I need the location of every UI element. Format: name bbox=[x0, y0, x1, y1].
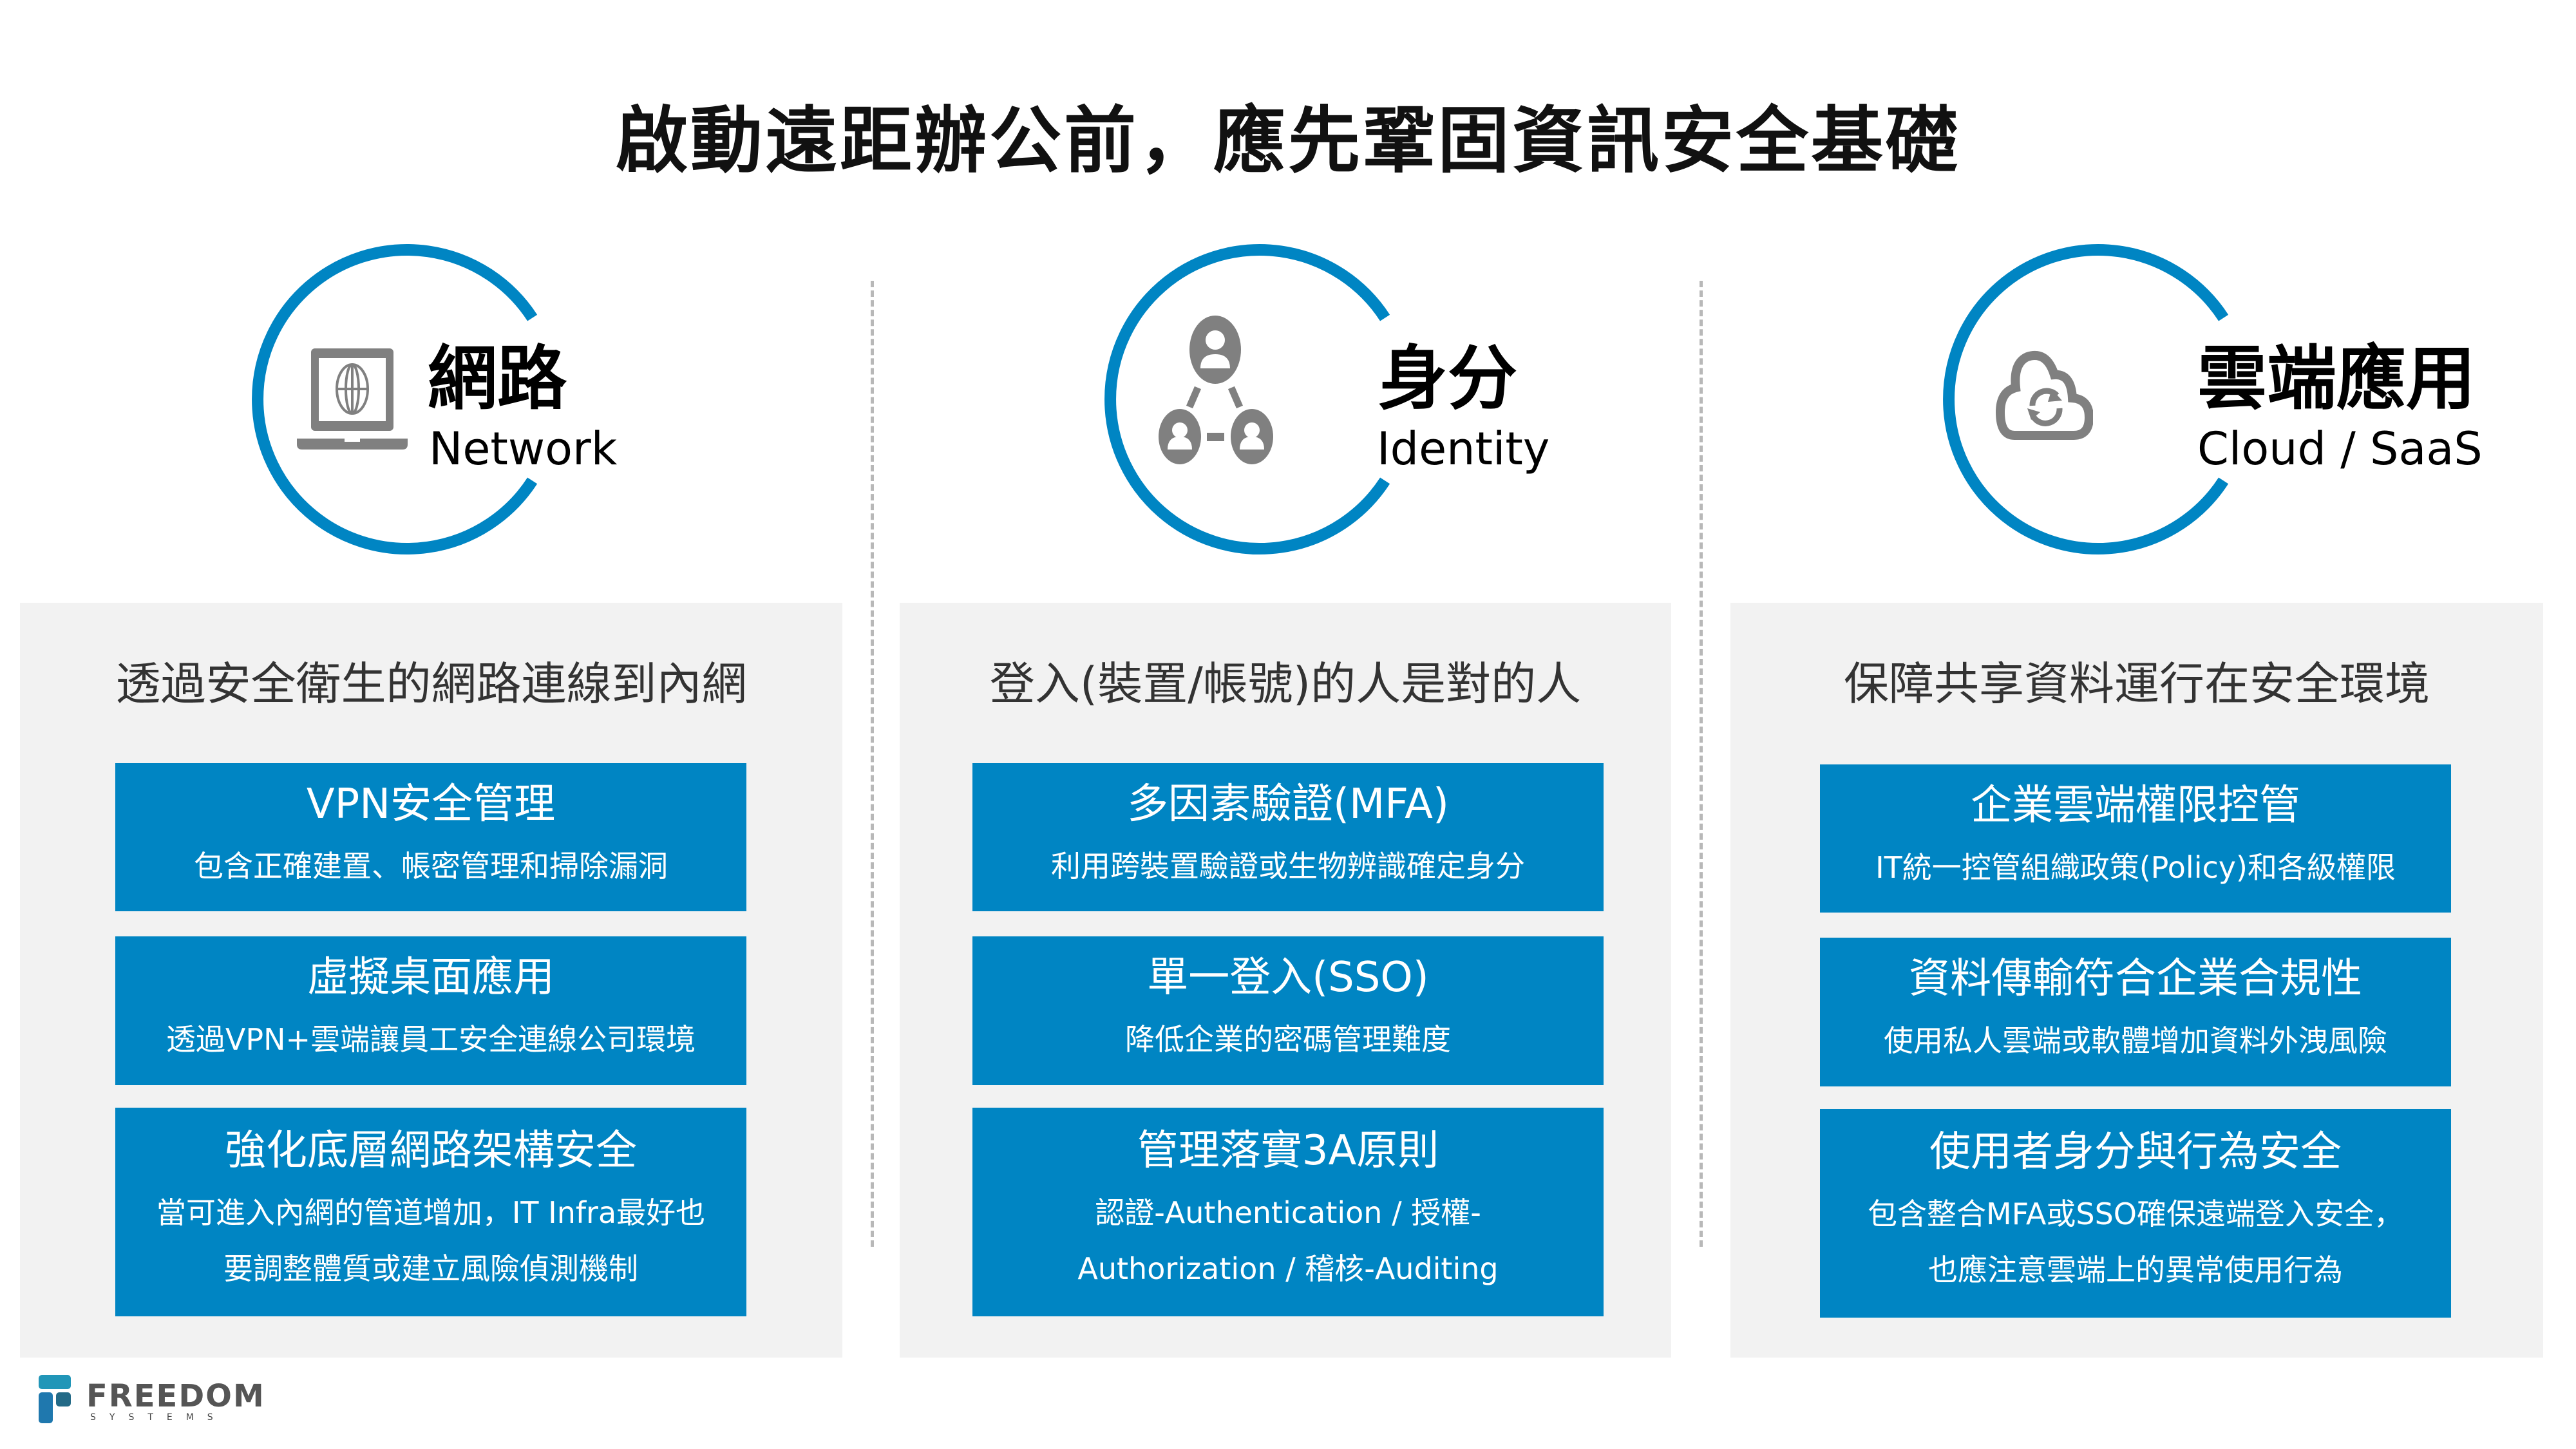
item-desc: 包含整合MFA或SSO確保遠端登入安全， bbox=[1868, 1197, 2403, 1231]
category-title-cn: 雲端應用 bbox=[2197, 339, 2476, 419]
freedom-logo-icon bbox=[39, 1375, 71, 1423]
item-title: 企業雲端權限控管 bbox=[1971, 781, 2300, 829]
item-title: 管理落實3A原則 bbox=[1137, 1127, 1439, 1175]
item-desc: 當可進入內網的管道增加，IT Infra最好也 bbox=[156, 1195, 706, 1230]
item-title: 虛擬桌面應用 bbox=[307, 954, 554, 1002]
cloud-sync-icon bbox=[1995, 350, 2093, 440]
item-desc: 包含正確建置、帳密管理和掃除漏洞 bbox=[194, 848, 668, 884]
item-desc: 認證-Authentication / 授權- bbox=[1095, 1195, 1481, 1230]
item-card: 企業雲端權限控管 IT統一控管組織政策(Policy)和各級權限 bbox=[1820, 764, 2451, 913]
category-title-en: Identity bbox=[1377, 422, 1550, 475]
item-desc: Authorization / 稽核-Auditing bbox=[1077, 1251, 1499, 1287]
ring-arc bbox=[252, 244, 538, 554]
item-card: 使用者身分與行為安全 包含整合MFA或SSO確保遠端登入安全， 也應注意雲端上的… bbox=[1820, 1109, 2451, 1318]
ring-arc bbox=[1943, 244, 2229, 554]
column-divider bbox=[871, 281, 874, 1247]
item-card: VPN安全管理 包含正確建置、帳密管理和掃除漏洞 bbox=[115, 763, 746, 911]
logo-subtext: SYSTEMS bbox=[90, 1412, 227, 1423]
item-title: 資料傳輸符合企業合規性 bbox=[1909, 955, 2362, 1003]
item-card: 虛擬桌面應用 透過VPN+雲端讓員工安全連線公司環境 bbox=[115, 936, 746, 1085]
item-title: 使用者身分與行為安全 bbox=[1929, 1128, 2342, 1177]
item-desc: 使用私人雲端或軟體增加資料外洩風險 bbox=[1884, 1023, 2387, 1059]
item-card: 單一登入(SSO) 降低企業的密碼管理難度 bbox=[972, 936, 1604, 1085]
item-desc: IT統一控管組織政策(Policy)和各級權限 bbox=[1875, 849, 2396, 885]
item-desc: 降低企業的密碼管理難度 bbox=[1125, 1022, 1451, 1057]
item-card: 強化底層網路架構安全 當可進入內網的管道增加，IT Infra最好也 要調整體質… bbox=[115, 1108, 746, 1316]
user-network-icon bbox=[1159, 316, 1273, 464]
item-desc: 也應注意雲端上的異常使用行為 bbox=[1928, 1253, 2343, 1288]
logo-text: FREEDOM bbox=[86, 1378, 265, 1414]
item-card: 管理落實3A原則 認證-Authentication / 授權- Authori… bbox=[972, 1108, 1604, 1316]
column-divider bbox=[1700, 281, 1703, 1247]
category-title-cn: 身分 bbox=[1378, 339, 1518, 419]
ring-arc bbox=[1104, 244, 1390, 554]
item-title: 單一登入(SSO) bbox=[1147, 954, 1429, 1002]
item-title: VPN安全管理 bbox=[306, 780, 556, 828]
category-title-en: Cloud / SaaS bbox=[2197, 422, 2483, 475]
item-card: 資料傳輸符合企業合規性 使用私人雲端或軟體增加資料外洩風險 bbox=[1820, 938, 2451, 1086]
item-desc: 利用跨裝置驗證或生物辨識確定身分 bbox=[1051, 848, 1525, 884]
item-title: 多因素驗證(MFA) bbox=[1127, 780, 1449, 828]
panel-subtitle: 透過安全衛生的網路連線到內網 bbox=[115, 658, 747, 710]
item-card: 多因素驗證(MFA) 利用跨裝置驗證或生物辨識確定身分 bbox=[972, 763, 1604, 911]
item-desc: 要調整體質或建立風險偵測機制 bbox=[223, 1251, 638, 1287]
item-title: 強化底層網路架構安全 bbox=[225, 1127, 637, 1175]
page-title: 啟動遠距辦公前，應先鞏固資訊安全基礎 bbox=[616, 99, 1960, 183]
category-title-en: Network bbox=[429, 422, 618, 475]
panel-subtitle: 保障共享資料運行在安全環境 bbox=[1844, 658, 2430, 710]
panel-subtitle: 登入(裝置/帳號)的人是對的人 bbox=[989, 658, 1582, 710]
item-desc: 透過VPN+雲端讓員工安全連線公司環境 bbox=[166, 1022, 696, 1057]
laptop-globe-icon bbox=[297, 348, 408, 450]
category-title-cn: 網路 bbox=[428, 339, 567, 419]
